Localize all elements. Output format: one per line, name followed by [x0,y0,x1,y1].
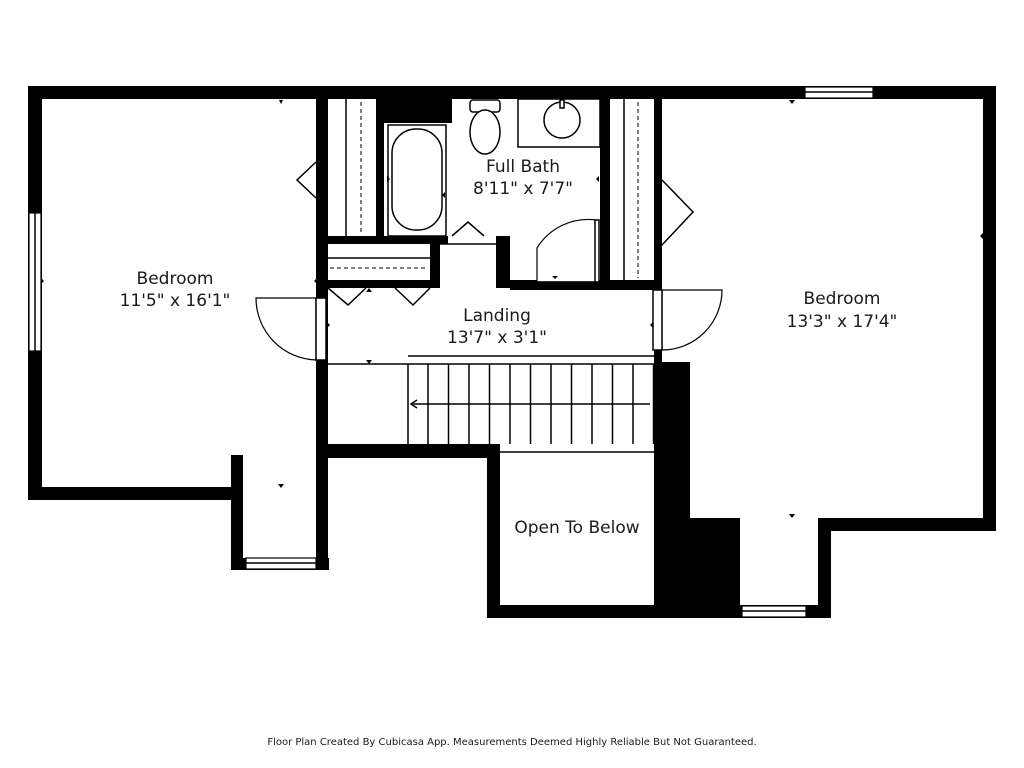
room-name-open-to-below: Open To Below [514,518,639,538]
closets [295,99,695,307]
room-name-bedroom-left: Bedroom [137,269,214,289]
room-dims-bedroom-right: 13'3" x 17'4" [787,312,898,332]
room-dims-full-bath: 8'11" x 7'7" [473,179,573,199]
room-labels: Bedroom 11'5" x 16'1" Full Bath 8'11" x … [120,157,898,538]
door-bath [536,218,597,283]
room-name-full-bath: Full Bath [486,157,560,177]
room-dims-bedroom-left: 11'5" x 16'1" [120,291,231,311]
door-left-bedroom [255,297,317,361]
doors [255,218,723,361]
footer-disclaimer: Floor Plan Created By Cubicasa App. Meas… [267,737,756,748]
room-name-bedroom-right: Bedroom [804,289,881,309]
markers [41,100,983,518]
toilet-bowl [469,109,501,155]
room-dims-landing: 13'7" x 3'1" [447,328,547,348]
door-right-bedroom [661,289,723,351]
stairs [328,355,655,453]
windows [28,86,874,618]
room-name-landing: Landing [463,306,531,326]
walls [28,86,996,618]
bath-fixtures [387,98,601,237]
